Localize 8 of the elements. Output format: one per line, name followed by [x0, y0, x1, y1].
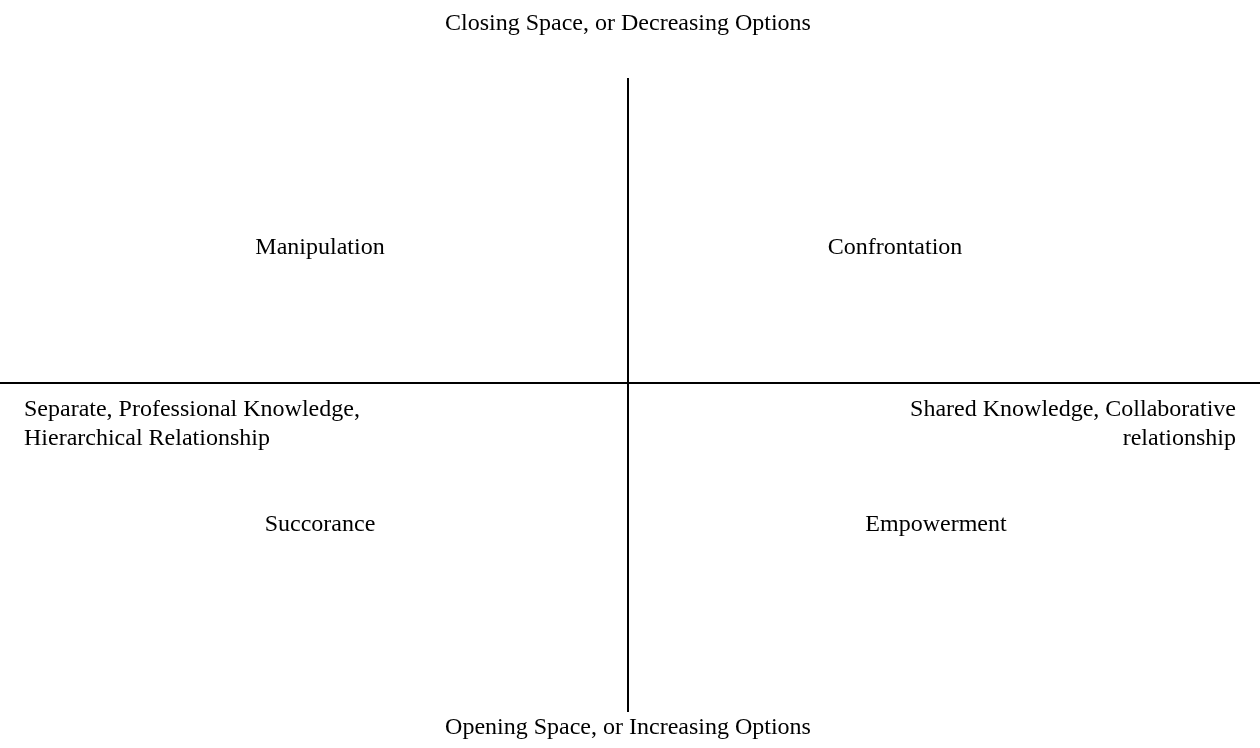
- quadrant-label: Confrontation: [826, 232, 964, 261]
- quadrant-label: Manipulation: [254, 232, 386, 261]
- axis-label: Separate, Professional Knowledge, Hierarchical Relationship: [24, 394, 361, 452]
- axis-label: Closing Space, or Decreasing Options: [444, 8, 812, 37]
- axis-label: Opening Space, or Increasing Options: [444, 712, 812, 741]
- axis-label: Shared Knowledge, Collaborative relationship: [909, 394, 1236, 452]
- quadrant-label: Succorance: [263, 509, 377, 538]
- quadrant-label: Empowerment: [864, 509, 1008, 538]
